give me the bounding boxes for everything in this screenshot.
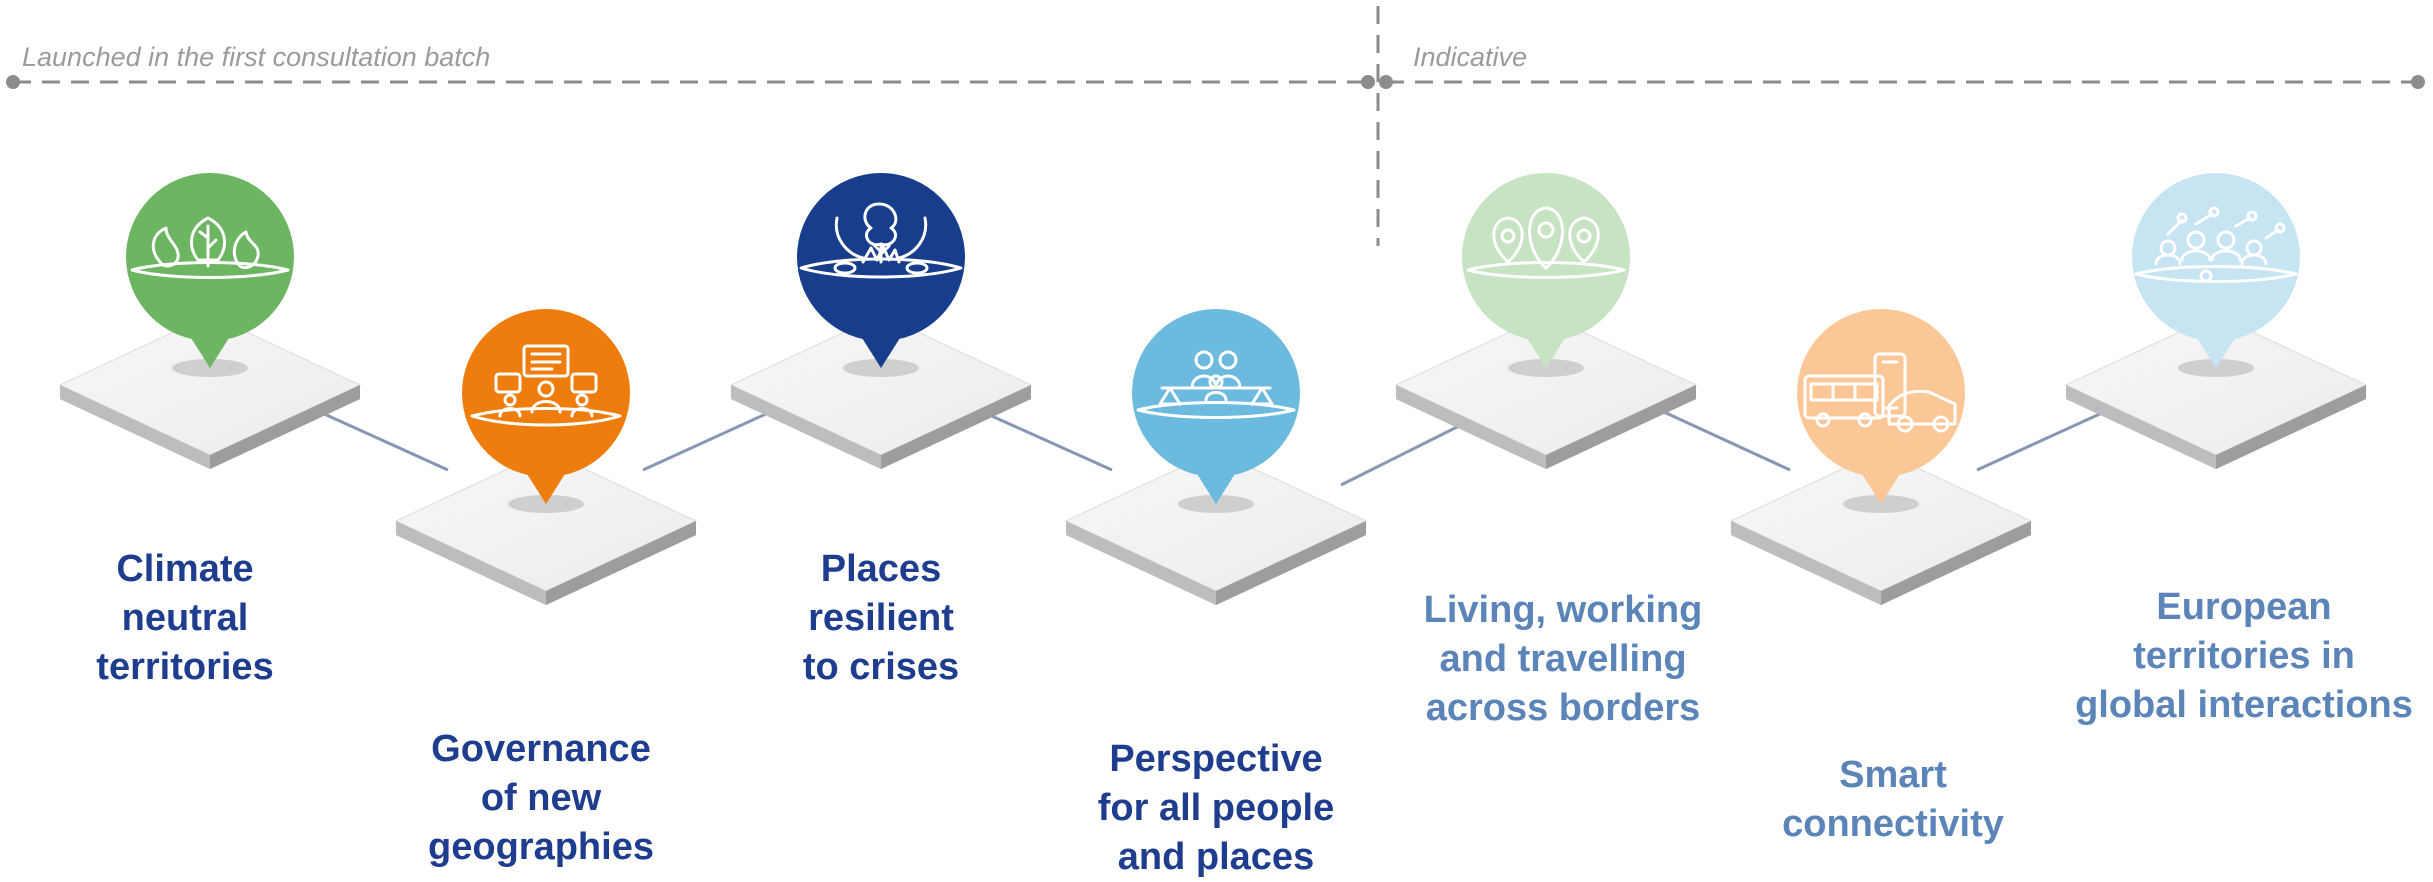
timeline-end-dot bbox=[2411, 75, 2425, 89]
marker-european bbox=[2132, 173, 2300, 368]
connectors bbox=[321, 410, 2105, 487]
marker-circle bbox=[126, 173, 294, 341]
marker-circle bbox=[2132, 173, 2300, 341]
topic-label-perspective: Perspective for all people and places bbox=[1097, 738, 1335, 878]
marker-governance bbox=[462, 309, 630, 504]
topic-label-governance: Governance of new geographies bbox=[428, 728, 654, 868]
marker-resilient bbox=[797, 173, 965, 368]
marker-circle bbox=[462, 309, 630, 477]
timeline-divider-dot bbox=[1379, 75, 1393, 89]
topic-label-climate: Climate neutral territories bbox=[96, 548, 274, 688]
marker-smart bbox=[1797, 309, 1965, 504]
marker-circle bbox=[1462, 173, 1630, 341]
marker-living bbox=[1462, 173, 1630, 368]
topic-label-european: European territories in global interacti… bbox=[2075, 586, 2413, 726]
timeline-divider-dot bbox=[1361, 75, 1375, 89]
marker-perspective bbox=[1132, 309, 1300, 504]
timeline-start-dot bbox=[6, 75, 20, 89]
marker-circle bbox=[1797, 309, 1965, 477]
topic-label-smart: Smart connectivity bbox=[1782, 754, 2004, 845]
timeline bbox=[6, 6, 2425, 246]
topic-label-living: Living, working and travelling across bo… bbox=[1423, 589, 1703, 729]
phase-label-first-batch: Launched in the first consultation batch bbox=[22, 42, 491, 72]
topic-label-resilient: Places resilient to crises bbox=[802, 548, 960, 688]
phase-label-indicative: Indicative bbox=[1413, 42, 1528, 72]
marker-climate bbox=[126, 173, 294, 368]
